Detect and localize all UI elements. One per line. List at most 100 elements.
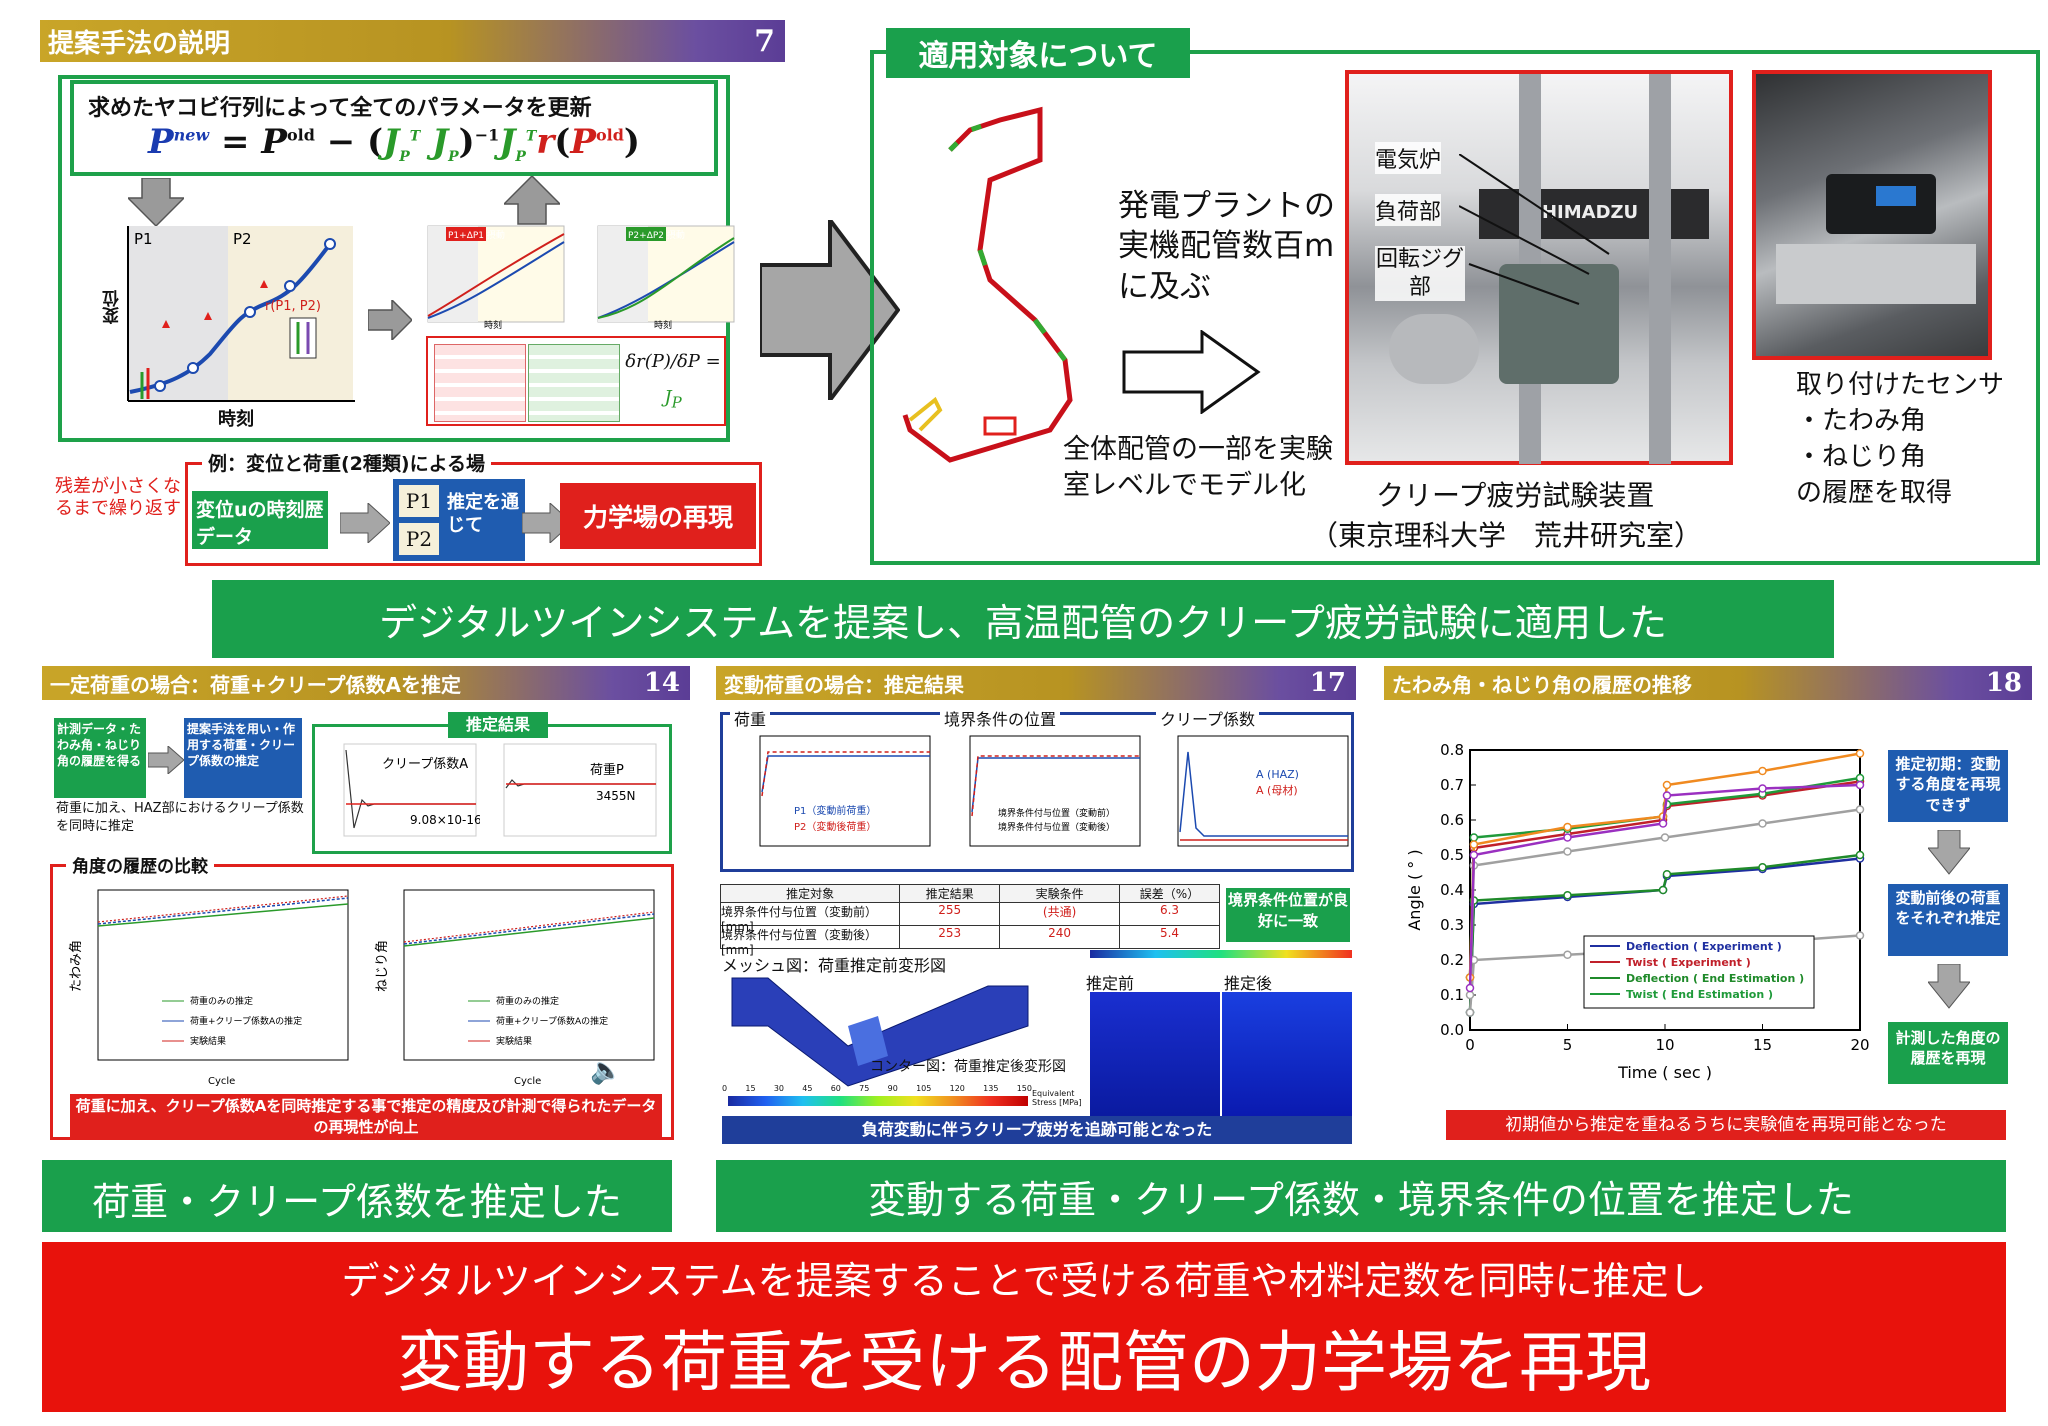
series-point xyxy=(1662,791,1672,800)
after-label: 推定後 xyxy=(1224,974,1273,993)
load-label: 荷重P xyxy=(590,762,624,778)
slide14-title: 一定荷重の場合：荷重+クリープ係数Aを推定 xyxy=(50,672,462,697)
note-arrow-1-icon xyxy=(1928,830,1970,875)
mid-right-banner: 変動する荷重・クリープ係数・境界条件の位置を推定した xyxy=(716,1160,2006,1232)
series-point xyxy=(1855,749,1865,758)
slide17-conclusion: 負荷変動に伴うクリープ疲労を追跡可能となった xyxy=(722,1116,1352,1144)
legend-bc-before: 境界条件付与位置（変動前） xyxy=(998,807,1115,819)
flow-output: 力学場の再現 xyxy=(560,483,756,549)
right-arrow-icon xyxy=(368,300,412,340)
twist-xlabel: Cycle xyxy=(514,1076,541,1087)
deflection-ylabel: たわみ角 xyxy=(69,940,84,992)
load-label: 負荷部 xyxy=(1375,194,1442,226)
flow-param-box: P1 P2 推定を通じて xyxy=(393,479,525,561)
down-arrow-icon xyxy=(128,178,184,228)
hollow-arrow-icon xyxy=(1122,330,1261,414)
slide14-number: 14 xyxy=(643,668,680,698)
table-cell-1-2: 240 xyxy=(1000,926,1120,948)
series-point xyxy=(1758,766,1767,776)
slide18-title: たわみ角・ねじり角の履歴の推移 xyxy=(1392,672,1692,697)
note-estimate: 変動前後の荷重をそれぞれ推定 xyxy=(1888,884,2008,956)
x-axis-label: 時刻 xyxy=(218,409,254,430)
application-title: 適用対象について xyxy=(886,28,1190,78)
table-header-condition: 実験条件 xyxy=(1000,885,1120,902)
sensor-caption: 取り付けたセンサ xyxy=(1796,370,2005,400)
slide18-header: たわみ角・ねじり角の履歴の推移 18 xyxy=(1384,666,2032,700)
legend-box xyxy=(1583,935,1815,1009)
legend-load-creep-2: 荷重+クリープ係数Aの推定 xyxy=(496,1015,608,1027)
boundary-history-chart: 境界条件付与位置（変動前） 境界条件付与位置（変動後） xyxy=(969,735,1141,847)
repeat-text: 残差が小さくなるまで繰り返す xyxy=(55,476,181,519)
flow-estimate: 推定を通じて xyxy=(447,492,519,537)
series-point xyxy=(1465,990,1475,1000)
table-header-result: 推定結果 xyxy=(900,885,1001,902)
flow-arrow-1-icon xyxy=(340,503,390,543)
slide18-number: 18 xyxy=(1985,668,2022,698)
example-flow-box: 例：変位と荷重(2種類)による場 変位uの時刻歴データ P1 P2 推定を通じて… xyxy=(185,449,762,566)
legend-label: Deflection ( Experiment ) xyxy=(1626,940,1782,953)
series-point xyxy=(1563,847,1572,856)
x-tick-label: 10 xyxy=(1655,1036,1674,1054)
series-point xyxy=(1855,850,1865,860)
slide17-header: 変動荷重の場合：推定結果 17 xyxy=(716,666,1356,700)
note-initial: 推定初期：変動する角度を再現できず xyxy=(1888,750,2008,822)
y-tick-label: 0.4 xyxy=(1440,881,1464,899)
jacobian-matrix: δr(P)/δP = JP xyxy=(426,336,726,426)
mid-left-banner-text: 荷重・クリープ係数を推定した xyxy=(92,1180,622,1221)
residual-label: r(P1, P2) xyxy=(265,299,321,314)
legend-label: Deflection ( End Estimation ) xyxy=(1626,972,1804,985)
y-tick-label: 0.5 xyxy=(1440,846,1464,864)
contour-before xyxy=(1090,992,1220,1116)
slide14-header: 一定荷重の場合：荷重+クリープ係数Aを推定 14 xyxy=(42,666,690,700)
legend-bc-after: 境界条件付与位置（変動後） xyxy=(998,821,1115,833)
series-point xyxy=(1658,885,1668,895)
twist-compare-chart: ねじり角 Cycle 荷重のみの推定 荷重+クリープ係数Aの推定 実験結果 xyxy=(375,889,655,1087)
sensor-item-twist: ・ねじり角 xyxy=(1796,442,1927,472)
legend-base: A (母材) xyxy=(1256,783,1298,797)
table-cell-0-3: 6.3 xyxy=(1159,903,1180,917)
colorbar-unit: Equivalent Stress [MPa] xyxy=(1032,1089,1082,1107)
mini1-xlabel: 時刻 xyxy=(484,319,502,330)
creep-result-chart: クリープ係数A 9.08×10-16 xyxy=(343,743,480,837)
load-result-chart: 荷重P 3455N xyxy=(503,743,657,837)
slide14-conclusion: 荷重に加え、クリープ係数Aを同時推定する事で推定の精度及び計測で得られたデータの… xyxy=(70,1094,662,1140)
series-point xyxy=(1658,819,1668,828)
slide17-title: 変動荷重の場合：推定結果 xyxy=(724,672,964,697)
measure-arrow-icon xyxy=(148,746,184,774)
speaker-icon[interactable]: 🔈 xyxy=(590,1056,623,1086)
y-tick-label: 0.6 xyxy=(1440,811,1464,829)
y-axis-label: 変位 xyxy=(103,290,123,324)
colorbar xyxy=(728,1096,1028,1106)
update-text: 求めたヤコビ行列によって全てのパラメータを更新 xyxy=(88,96,592,121)
series-point xyxy=(1855,780,1865,790)
table-cell-1-3: 5.4 xyxy=(1159,926,1180,940)
contour-after xyxy=(1222,992,1352,1116)
mini2-label: P2+ΔP2 摂動 xyxy=(628,229,685,241)
legend-label: Twist ( Experiment ) xyxy=(1626,956,1751,969)
update-formula-box: 求めたヤコビ行列によって全てのパラメータを更新 Pnew = Pold − (J… xyxy=(70,80,718,176)
legend-p2: P2（変動後荷重） xyxy=(794,820,876,833)
mesh-model xyxy=(731,977,1029,1087)
machine-caption: クリープ疲労試験装置 xyxy=(1376,479,1655,512)
series-point xyxy=(1465,1008,1475,1017)
y-tick-label: 0.1 xyxy=(1440,986,1464,1004)
mini1-label: P1+ΔP1 摂動 xyxy=(448,229,505,241)
series-point xyxy=(1758,819,1767,828)
legend-p1: P1（変動前荷重） xyxy=(794,804,876,817)
angle-x-label: Time ( sec ) xyxy=(1617,1063,1712,1082)
legend-load-only-2: 荷重のみの推定 xyxy=(496,995,559,1007)
sensor-tail: の履歴を取得 xyxy=(1796,478,1953,508)
p2-label: P2 xyxy=(233,230,252,248)
creep-label: クリープ係数A xyxy=(382,757,468,772)
bottom-red-banner: デジタルツインシステムを提案することで受ける荷重や材料定数を同時に推定し 変動す… xyxy=(42,1242,2006,1412)
series-point xyxy=(1855,773,1865,783)
series-point xyxy=(1563,833,1572,842)
table-cell-1-0: 境界条件付与位置（変動後）[mm] xyxy=(721,926,901,957)
perturb-chart-1: P1+ΔP1 摂動 時刻 xyxy=(427,225,565,330)
col-label-creep: クリープ係数 xyxy=(1156,706,1260,730)
good-match-box: 境界条件位置が良好に一致 xyxy=(1226,888,1350,942)
mesh-caption: メッシュ図：荷重推定前変形図 xyxy=(722,956,947,975)
bottom-line-1: デジタルツインシステムを提案することで受ける荷重や材料定数を同時に推定し xyxy=(341,1259,1707,1303)
